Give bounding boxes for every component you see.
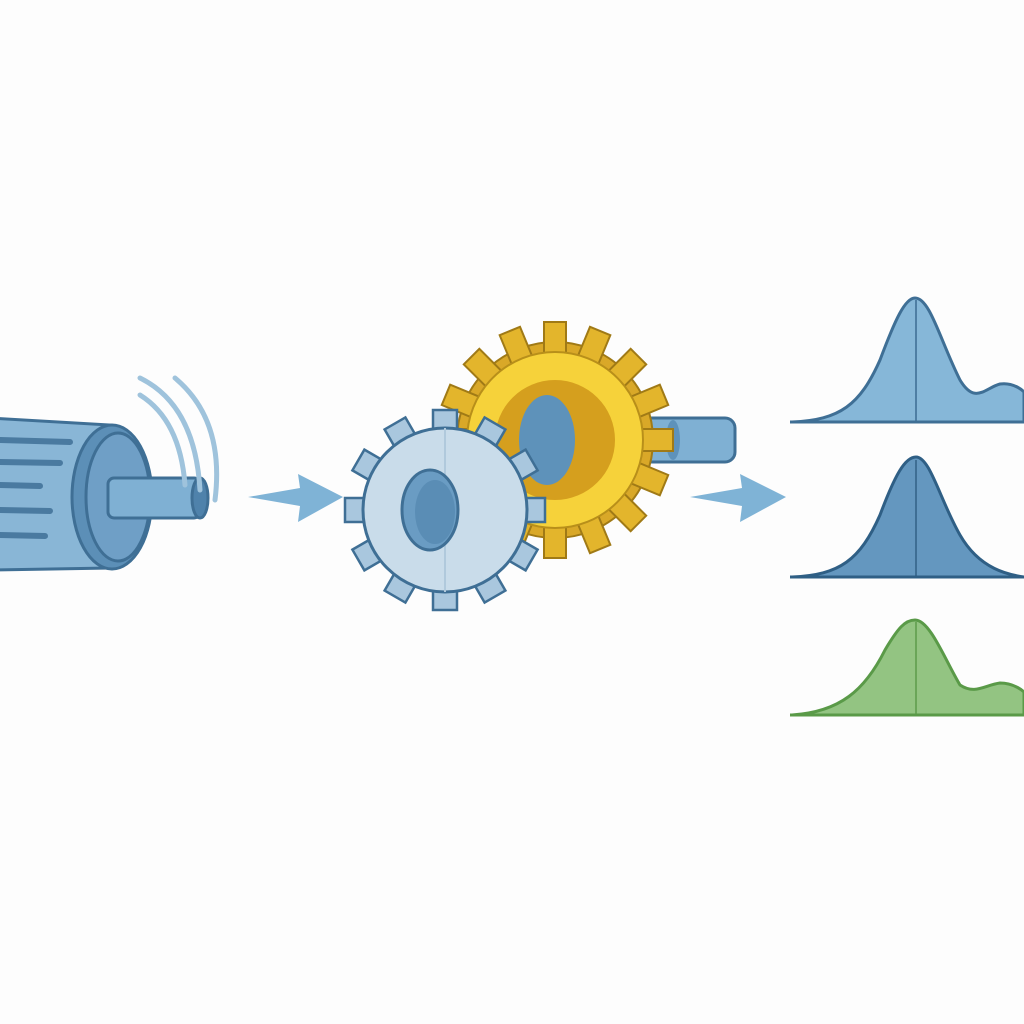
vibration-wave-icon xyxy=(137,392,188,488)
motor-icon xyxy=(0,375,220,572)
blue-gear-icon xyxy=(343,408,547,612)
distribution-curve-2 xyxy=(790,455,1024,579)
distribution-curves-icon xyxy=(790,296,1024,717)
arrow-right-icon xyxy=(690,474,786,522)
distribution-curve-3 xyxy=(790,618,1024,717)
distribution-curve-1 xyxy=(790,296,1024,424)
arrow-right-icon xyxy=(248,474,343,522)
